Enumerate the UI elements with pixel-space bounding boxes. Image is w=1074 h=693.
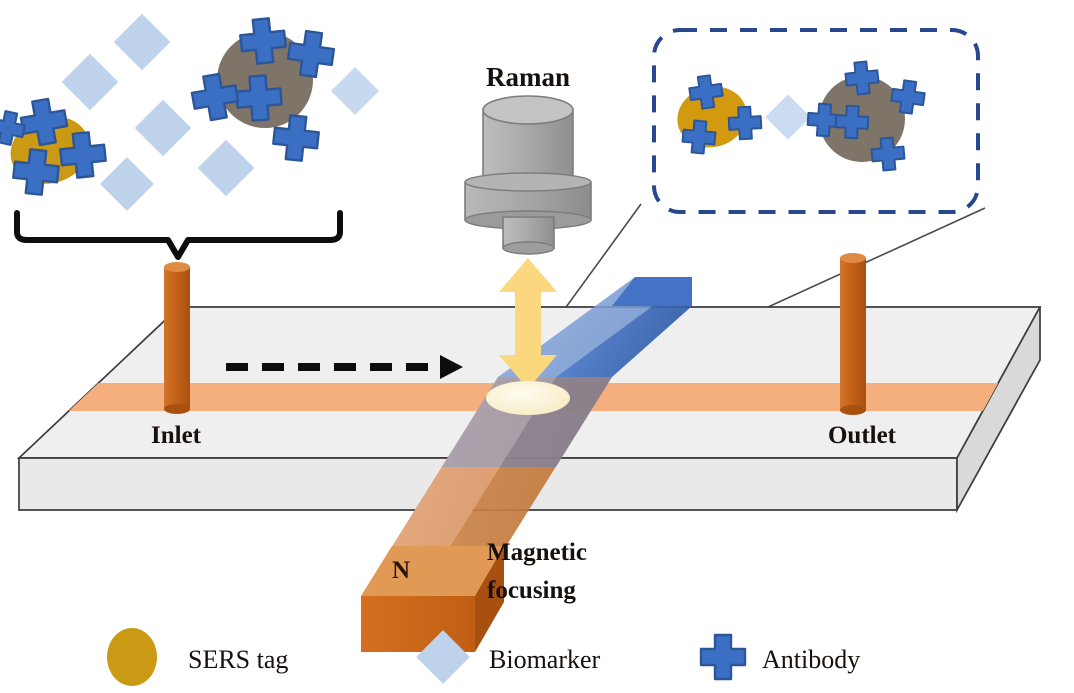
magnet-pole-front <box>361 596 475 652</box>
raman-label: Raman <box>486 62 570 92</box>
magnet-pole-label: N <box>392 557 410 584</box>
probe-flange-top <box>464 172 592 192</box>
detection-spot <box>486 381 570 415</box>
bidirectional-arrow <box>499 258 557 389</box>
magnet-bar-upper <box>498 277 692 377</box>
magnet-upper-cap <box>612 277 692 306</box>
biomarker-diamond <box>134 99 192 157</box>
magnet-pole-top <box>361 546 504 596</box>
sers-tag-particle <box>0 95 109 198</box>
outlet-label: Outlet <box>828 422 897 449</box>
magnet-through-face2 <box>500 377 612 467</box>
outlet-tube <box>840 258 866 410</box>
immunocomplex-inset <box>652 28 980 214</box>
inlet-port <box>164 262 190 414</box>
inlet-tube <box>164 267 190 409</box>
legend-sers-tag-icon <box>107 628 157 686</box>
outlet-tube-cap <box>840 253 866 263</box>
biomarker-diamond <box>113 13 171 71</box>
probe-top-cap <box>482 95 574 125</box>
magnet-pole-side <box>475 546 504 652</box>
magnetic-focusing-label-line1: Magnetic <box>487 539 587 566</box>
biomarker-diamond <box>197 139 255 197</box>
chip-right-face <box>956 306 1041 514</box>
outlet-tube-base <box>840 405 866 415</box>
magnetic-focusing-label-line2: focusing <box>487 577 576 604</box>
outlet-port <box>840 253 866 415</box>
biomarker-diamond <box>61 53 119 111</box>
flow-arrow-head <box>440 355 463 379</box>
magnet-north-pole: N <box>361 546 504 652</box>
probe-lens <box>502 241 555 255</box>
magnetic-bead-particle <box>188 15 338 164</box>
biomarker-diamond <box>330 66 380 116</box>
inlet-tube-cap <box>164 262 190 272</box>
biomarker-diamond <box>100 157 154 211</box>
flow-direction-arrow <box>226 355 463 379</box>
legend-label-antibody: Antibody <box>762 645 860 674</box>
inlet-tube-base <box>164 404 190 414</box>
sample-bracket <box>14 210 343 260</box>
laser-signal-arrow <box>499 258 557 389</box>
legend-label-sers-tag: SERS tag <box>188 645 288 674</box>
legend-label-biomarker: Biomarker <box>489 645 601 674</box>
raman-probe <box>464 95 592 255</box>
sample-mixture-group <box>0 13 380 211</box>
inlet-label: Inlet <box>151 422 202 449</box>
